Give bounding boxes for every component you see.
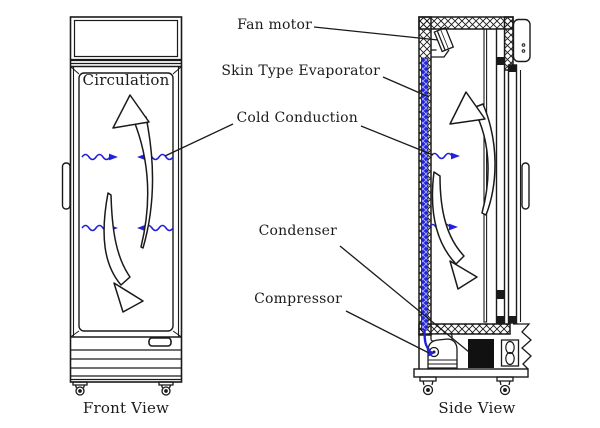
airflow-arrowhead-down bbox=[449, 260, 478, 290]
insulated-wall-top bbox=[418, 16, 514, 30]
caster-wheel bbox=[419, 376, 437, 396]
insulated-wall-bottom bbox=[418, 323, 511, 335]
airflow-arrow-down bbox=[431, 171, 465, 265]
insulated-frame-front-top bbox=[503, 16, 514, 71]
circulation-label: Circulation bbox=[82, 71, 170, 89]
front-view-caption: Front View bbox=[82, 399, 170, 417]
glass-door-side bbox=[483, 18, 531, 324]
leader-cold-conduction-left bbox=[164, 123, 234, 157]
leader-cold-conduction-right bbox=[360, 125, 434, 156]
glass-door-frame bbox=[78, 72, 174, 332]
airflow-arrows-front bbox=[103, 94, 154, 313]
fan-blower bbox=[500, 339, 520, 367]
condenser-block bbox=[468, 339, 494, 368]
side-view-caption: Side View bbox=[438, 399, 516, 417]
refrigerant-pipe bbox=[423, 329, 431, 352]
fan-motor-label: Fan motor bbox=[237, 17, 312, 33]
airflow-arrow-down bbox=[103, 192, 131, 286]
leader-fan-motor bbox=[313, 26, 439, 41]
skin-evaporator-strip bbox=[421, 57, 429, 331]
airflow-arrowhead-up bbox=[112, 94, 150, 129]
leader-lines bbox=[164, 26, 470, 354]
cold-conduction-waves-front bbox=[81, 153, 174, 232]
break-line-zigzag bbox=[513, 323, 532, 370]
airflow-arrowhead-down bbox=[113, 282, 144, 313]
refrigerant-arrowhead bbox=[426, 348, 435, 357]
caster-wheel bbox=[72, 381, 88, 396]
header-light-panel bbox=[73, 19, 179, 58]
brand-badge bbox=[148, 337, 172, 347]
hinge-box bbox=[512, 18, 531, 63]
skin-type-evaporator-label: Skin Type Evaporator bbox=[221, 63, 380, 79]
caster-wheel bbox=[158, 381, 174, 396]
base-plate bbox=[413, 368, 529, 378]
compressor-label: Compressor bbox=[254, 291, 342, 307]
leader-condenser bbox=[339, 245, 470, 353]
fan-motor-unit bbox=[431, 26, 455, 58]
condenser-label: Condenser bbox=[258, 223, 337, 239]
front-view-cabinet bbox=[61, 16, 183, 396]
door-handle-front bbox=[61, 162, 71, 210]
caster-wheel bbox=[496, 376, 514, 396]
louver-grille bbox=[70, 349, 182, 381]
airflow-arrowhead-up bbox=[449, 91, 486, 125]
machine-compartment bbox=[413, 323, 532, 378]
airflow-arrow-up bbox=[472, 103, 496, 216]
door-handle-side bbox=[521, 162, 530, 210]
compressor-unit bbox=[427, 333, 458, 369]
airflow-arrows-side bbox=[431, 91, 496, 290]
leader-skin-evaporator bbox=[382, 76, 430, 98]
side-view-cabinet bbox=[413, 16, 532, 396]
leader-compressor bbox=[345, 310, 430, 354]
cold-conduction-label: Cold Conduction bbox=[236, 110, 358, 126]
